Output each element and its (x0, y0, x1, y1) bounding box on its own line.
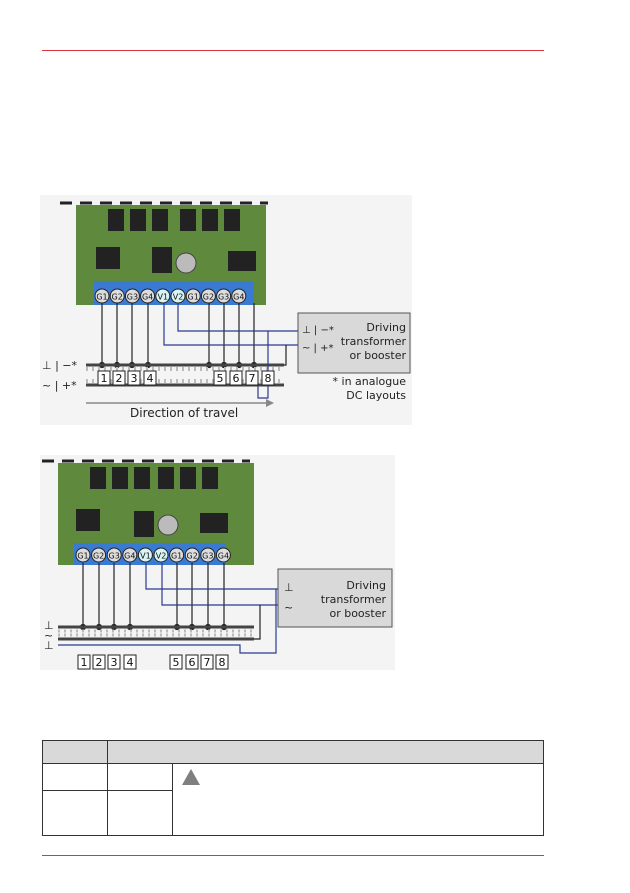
track-section-8: 8 (265, 372, 272, 385)
box2-text-1: Driving (346, 579, 386, 592)
rail-label-top: ⊥ | −* (42, 359, 77, 372)
track-section-5: 5 (217, 372, 224, 385)
rail-label-2: ~ (44, 629, 53, 642)
terminal-label: V2 (156, 552, 167, 561)
rail-label-1: ⊥ (44, 619, 54, 632)
info-table (42, 740, 544, 836)
box-text-3: or booster (349, 349, 406, 362)
track-section-box (127, 370, 141, 386)
track-section-2: 2 (116, 372, 123, 385)
terminal-label: G4 (142, 293, 153, 302)
driving-transformer-box-2 (277, 568, 393, 628)
terminal-label: G2 (203, 293, 214, 302)
track-section-box (112, 370, 126, 386)
terminal-label: G4 (124, 552, 135, 561)
box-label-top: ⊥ | −* (302, 325, 334, 336)
track-section-box (213, 370, 227, 386)
rail-label-3: ⊥ (44, 639, 54, 652)
track-section-1: 1 (81, 656, 88, 669)
terminal-g3 (106, 547, 122, 563)
terminal-g4 (215, 547, 231, 563)
box-label-bottom: ~ | +* (302, 343, 333, 354)
terminal-label: G3 (109, 552, 120, 561)
box2-label-bottom: ~ (284, 601, 293, 614)
track-section-box (200, 654, 214, 670)
track-section-box (185, 654, 199, 670)
terminal-g4 (122, 547, 138, 563)
box2-text-3: or booster (329, 607, 386, 620)
track-section-box (245, 370, 259, 386)
terminal-label: G1 (171, 552, 182, 561)
track-section-box (92, 654, 106, 670)
track-section-2: 2 (96, 656, 103, 669)
terminal-g1 (185, 288, 201, 304)
terminal-v1 (137, 547, 153, 563)
track-section-box (169, 654, 183, 670)
track-section-box (143, 370, 157, 386)
track-section-box (229, 370, 243, 386)
track-section-box (215, 654, 229, 670)
track-section-6: 6 (233, 372, 240, 385)
track-section-8: 8 (219, 656, 226, 669)
terminal-label: G2 (187, 552, 198, 561)
track-section-6: 6 (189, 656, 196, 669)
terminal-g2 (91, 547, 107, 563)
track-section-box (77, 654, 91, 670)
warning-icon (182, 769, 200, 785)
rail-label-bottom: ~ | +* (42, 379, 77, 392)
track-section-7: 7 (204, 656, 211, 669)
track-section-box (123, 654, 137, 670)
terminal-g3 (200, 547, 216, 563)
terminal-label: V1 (140, 552, 151, 561)
track-section-1: 1 (101, 372, 108, 385)
track-section-5: 5 (173, 656, 180, 669)
track-section-box (97, 370, 111, 386)
header-rule (42, 50, 544, 51)
box2-label-top: ⊥ (284, 581, 294, 594)
direction-of-travel: Direction of travel (130, 406, 238, 420)
footnote-2: DC layouts (346, 389, 406, 402)
track-section-box (261, 370, 275, 386)
track-section-3: 3 (131, 372, 138, 385)
box2-text-2: transformer (321, 593, 387, 606)
track-section-box (107, 654, 121, 670)
terminal-label: G4 (218, 552, 229, 561)
terminal-label: G3 (202, 552, 213, 561)
track-section-4: 4 (127, 656, 134, 669)
footnote-1: * in analogue (333, 375, 407, 388)
track-section-7: 7 (249, 372, 256, 385)
terminal-label: G2 (112, 293, 123, 302)
terminal-g1 (169, 547, 185, 563)
terminal-label: V2 (173, 293, 184, 302)
track-section-3: 3 (111, 656, 118, 669)
footer-rule (42, 855, 544, 856)
terminal-label: G3 (127, 293, 138, 302)
terminal-label: G1 (77, 552, 88, 561)
terminal-v1 (155, 288, 171, 304)
terminal-label: G4 (233, 293, 244, 302)
box-text-1: Driving (366, 321, 406, 334)
driving-transformer-box (297, 312, 411, 374)
terminal-label: G1 (96, 293, 107, 302)
terminal-label: G2 (93, 552, 104, 561)
box-text-2: transformer (341, 335, 407, 348)
terminal-label: G3 (218, 293, 229, 302)
terminal-v2 (153, 547, 169, 563)
terminal-label: V1 (158, 293, 169, 302)
terminal-label: G1 (188, 293, 199, 302)
track-section-4: 4 (147, 372, 154, 385)
terminal-g1 (75, 547, 91, 563)
terminal-g2 (184, 547, 200, 563)
